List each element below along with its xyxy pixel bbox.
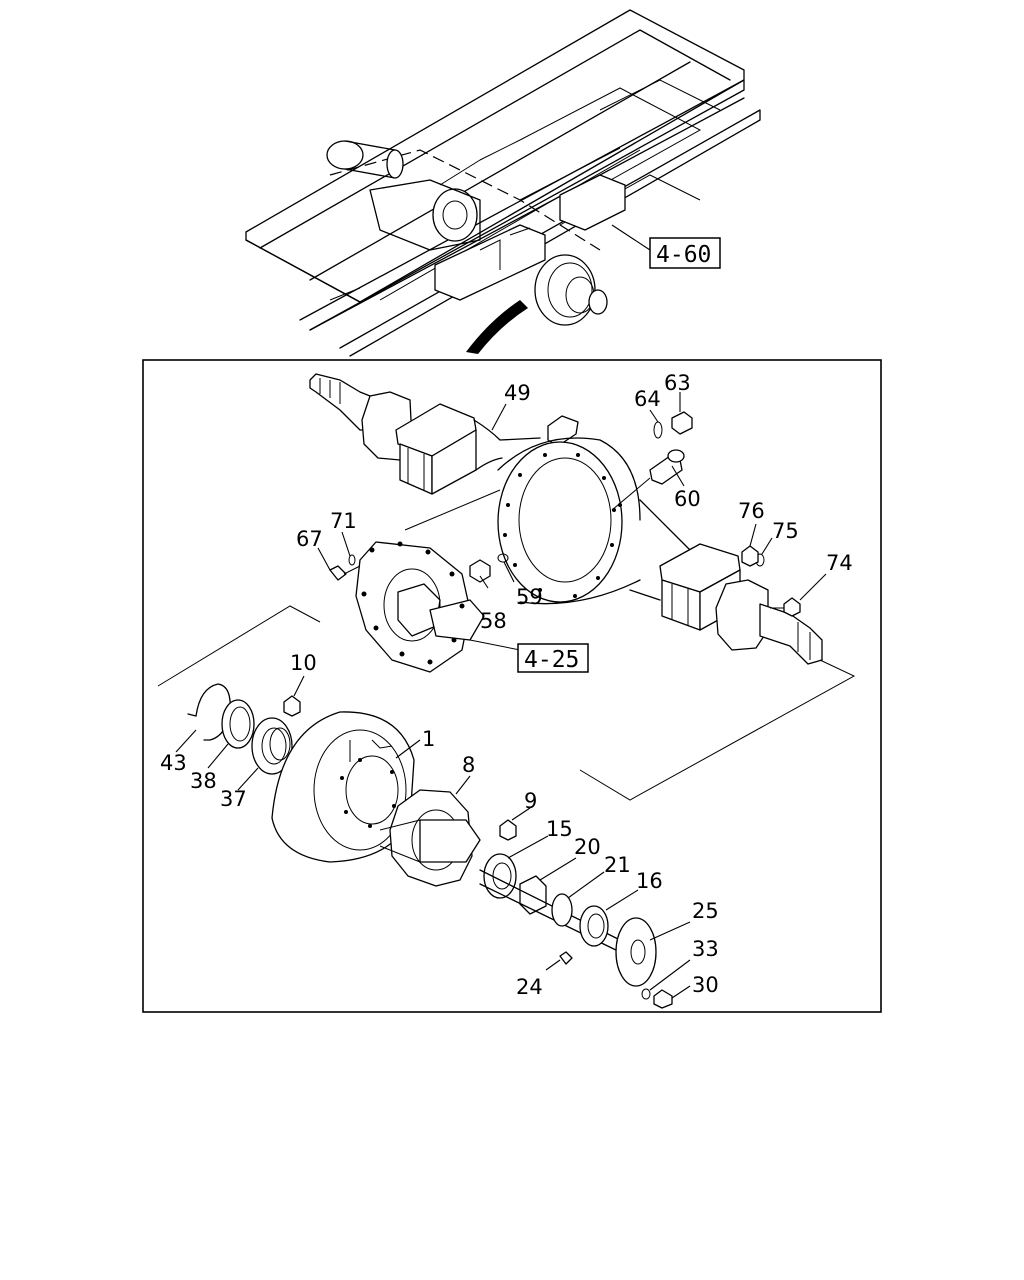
callout-1: 1 bbox=[422, 727, 435, 751]
reference-label-4-25: 4-25 bbox=[524, 647, 579, 673]
callout-16: 16 bbox=[636, 869, 663, 893]
detail-frame bbox=[142, 359, 882, 1013]
leader-lines bbox=[175, 392, 827, 999]
callout-37: 37 bbox=[220, 787, 247, 811]
callout-10: 10 bbox=[290, 651, 317, 675]
callout-8: 8 bbox=[462, 753, 475, 777]
callout-71: 71 bbox=[330, 509, 357, 533]
small-hardware bbox=[329, 411, 801, 617]
differential-carrier: 4-25 bbox=[355, 489, 589, 673]
callout-64: 64 bbox=[634, 387, 661, 411]
reference-box-4-60 bbox=[649, 237, 721, 269]
callout-74: 74 bbox=[826, 551, 853, 575]
callout-76: 76 bbox=[738, 499, 765, 523]
callout-labels: 49 63 64 60 71 67 76 75 74 59 58 10 1 8 … bbox=[160, 371, 853, 999]
reference-label-4-60: 4-60 bbox=[656, 242, 711, 268]
hub-drum-assembly bbox=[157, 605, 856, 1009]
callout-20: 20 bbox=[574, 835, 601, 859]
callout-15: 15 bbox=[546, 817, 573, 841]
callout-43: 43 bbox=[160, 751, 187, 775]
callout-9: 9 bbox=[524, 789, 537, 813]
callout-58: 58 bbox=[480, 609, 507, 633]
chassis-frame-overview: 4-60 bbox=[245, 9, 761, 357]
reference-box-4-25 bbox=[517, 643, 589, 673]
callout-24: 24 bbox=[516, 975, 543, 999]
callout-30: 30 bbox=[692, 973, 719, 997]
callout-25: 25 bbox=[692, 899, 719, 923]
callout-21: 21 bbox=[604, 853, 631, 877]
callout-38: 38 bbox=[190, 769, 217, 793]
callout-63: 63 bbox=[664, 371, 691, 395]
callout-59: 59 bbox=[516, 585, 543, 609]
callout-75: 75 bbox=[772, 519, 799, 543]
callout-33: 33 bbox=[692, 937, 719, 961]
axle-housing bbox=[309, 373, 823, 665]
callout-60: 60 bbox=[674, 487, 701, 511]
callout-67: 67 bbox=[296, 527, 323, 551]
callout-49: 49 bbox=[504, 381, 531, 405]
